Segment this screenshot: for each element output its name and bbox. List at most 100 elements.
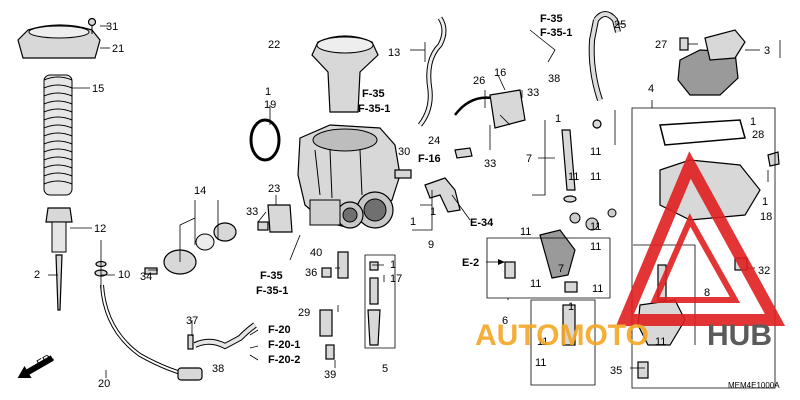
part-label-7b: 7 <box>558 263 564 275</box>
part-label-21: 21 <box>112 43 124 55</box>
part-label-33c: 33 <box>484 158 496 170</box>
jet-needle <box>55 254 63 311</box>
part-label-3: 3 <box>764 45 770 57</box>
jet-36 <box>321 267 332 278</box>
part-label-39: 39 <box>324 369 336 381</box>
front-direction-arrow: FR. <box>17 351 56 379</box>
direction-label: FR. <box>35 351 56 370</box>
part-label-1h: 1 <box>390 259 396 271</box>
reference-labels: F-35 F-35-1 F-35 F-35-1 F-16 E-34 E-2 F-… <box>256 13 572 366</box>
part-label-14: 14 <box>194 185 206 197</box>
part-label-6: 6 <box>502 315 508 327</box>
ref-f351-top: F-35-1 <box>540 27 572 39</box>
part-label-20: 20 <box>98 378 110 390</box>
part-label-34: 34 <box>140 271 152 283</box>
part-label-29: 29 <box>298 307 310 319</box>
part-label-10: 10 <box>118 269 130 281</box>
ref-f35-top: F-35 <box>540 13 563 25</box>
ref-f351-mid: F-35-1 <box>358 103 390 115</box>
part-label-11h: 11 <box>537 336 548 348</box>
carburetor-body <box>297 124 401 229</box>
part-label-11a: 11 <box>590 146 601 158</box>
solenoid-3 <box>677 49 739 96</box>
part-label-11e: 11 <box>590 241 601 253</box>
watermark: AUTOMOTO HUB <box>475 151 786 352</box>
bracket-23 <box>267 204 293 233</box>
part-label-18: 18 <box>760 211 772 223</box>
link-24 <box>454 147 473 159</box>
part-label-11k: 11 <box>520 226 531 238</box>
part-label-8: 8 <box>704 287 710 299</box>
jet-39 <box>325 344 335 360</box>
part-label-31: 31 <box>106 21 118 33</box>
part-label-13: 13 <box>388 47 400 59</box>
part-label-11g: 11 <box>592 283 603 295</box>
ref-f35-mid: F-35 <box>362 88 385 100</box>
part-label-17: 17 <box>390 273 402 285</box>
part-label-7a: 7 <box>526 153 532 165</box>
part-label-5: 5 <box>382 363 388 375</box>
watermark-triangle <box>615 151 786 326</box>
part-label-4: 4 <box>648 83 654 95</box>
ref-f35-low: F-35 <box>260 270 283 282</box>
part-label-1e: 1 <box>568 301 574 313</box>
part-label-12: 12 <box>94 223 106 235</box>
part-label-15: 15 <box>92 83 104 95</box>
watermark-text-automoto: AUTOMOTO <box>475 319 649 352</box>
ref-f20: F-20 <box>268 324 291 336</box>
part-label-32: 32 <box>758 265 770 277</box>
ref-f351-low: F-35-1 <box>256 285 288 297</box>
part-label-37: 37 <box>186 315 198 327</box>
part-30 <box>394 169 412 179</box>
part-label-11b: 11 <box>568 171 579 183</box>
part-label-40: 40 <box>310 247 322 259</box>
part-label-36: 36 <box>305 267 317 279</box>
ref-f201: F-20-1 <box>268 339 300 351</box>
part-label-33a: 33 <box>246 206 258 218</box>
o-ring-19 <box>249 118 281 162</box>
part-label-25: 25 <box>614 19 626 31</box>
part-label-23: 23 <box>268 183 280 195</box>
part-label-22: 22 <box>268 39 280 51</box>
ref-f16: F-16 <box>418 153 441 165</box>
part-label-1a: 1 <box>265 86 271 98</box>
part-label-27: 27 <box>655 39 667 51</box>
part-label-35: 35 <box>610 365 622 377</box>
part-number-labels: 31 21 15 12 2 10 20 14 34 22 1 19 23 33 … <box>34 19 772 390</box>
part-label-1f: 1 <box>430 206 436 218</box>
part-label-11i: 11 <box>535 357 546 369</box>
screw-31 <box>87 17 97 27</box>
ref-e2: E-2 <box>462 257 479 269</box>
jet-40 <box>337 251 349 279</box>
fuel-hose-13 <box>418 16 447 127</box>
part-label-38b: 38 <box>212 363 224 375</box>
diagram-code: MEM4E1000A <box>728 381 780 390</box>
part-label-33b: 33 <box>527 87 539 99</box>
part-label-11j: 11 <box>655 336 666 348</box>
spring-15 <box>43 74 73 196</box>
part-label-1b: 1 <box>750 116 756 128</box>
part-label-1c: 1 <box>762 196 768 208</box>
part-label-24: 24 <box>428 135 440 147</box>
part-label-26: 26 <box>473 75 485 87</box>
part-label-11d: 11 <box>590 221 601 233</box>
top-cover-top <box>28 25 90 39</box>
part-label-1d: 1 <box>555 113 561 125</box>
choke-lever <box>539 229 576 279</box>
part-label-30: 30 <box>398 146 410 158</box>
gasket-28 <box>659 119 746 146</box>
ref-f202: F-20-2 <box>268 354 300 366</box>
part-label-11c: 11 <box>590 171 601 183</box>
part-label-1g: 1 <box>410 216 416 228</box>
jet-29 <box>319 309 333 337</box>
part-label-19: 19 <box>264 99 276 111</box>
part-label-28: 28 <box>752 129 764 141</box>
part-label-38a: 38 <box>548 73 560 85</box>
jet-7 <box>561 129 576 191</box>
parts-layer <box>17 11 780 381</box>
part-label-16: 16 <box>494 67 506 79</box>
watermark-text-hub: HUB <box>707 319 772 352</box>
ref-e34: E-34 <box>470 217 494 229</box>
part-label-11f: 11 <box>530 278 541 290</box>
